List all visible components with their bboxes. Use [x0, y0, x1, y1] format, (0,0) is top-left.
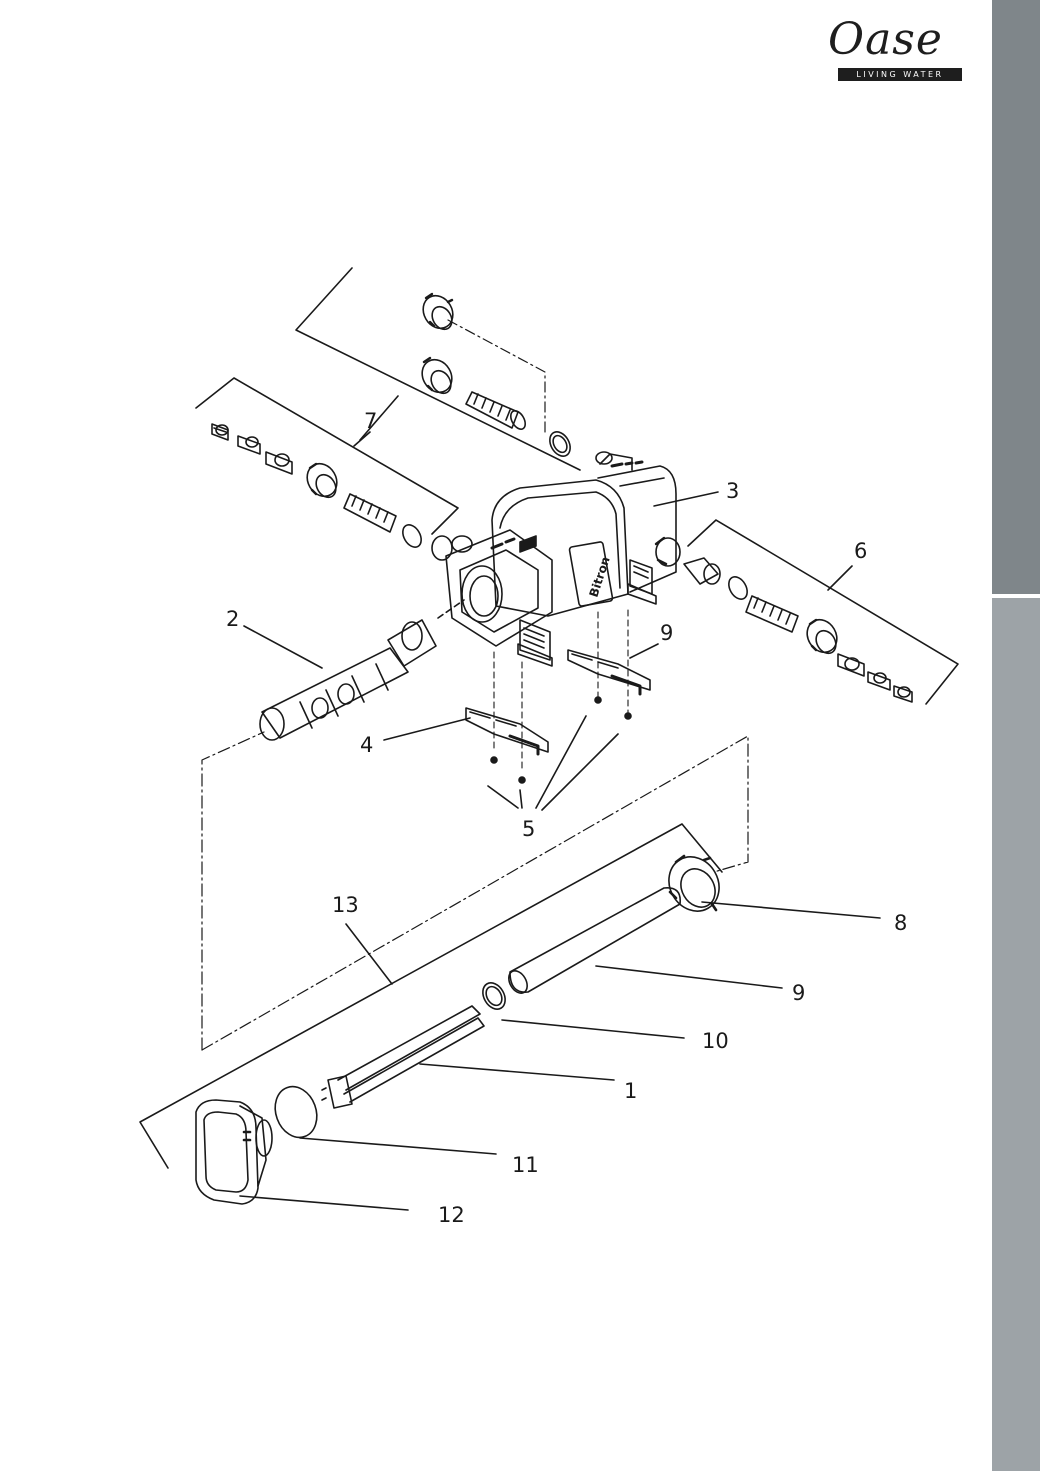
bracket-group-7-lower	[195, 377, 459, 535]
hose-clip-a	[211, 423, 229, 441]
leader-6	[827, 565, 853, 591]
side-tab-lower	[992, 598, 1040, 1471]
o-ring-upper	[549, 431, 571, 457]
side-tab-upper	[992, 0, 1040, 594]
callout-9-lower: 9	[792, 981, 805, 1005]
callout-5: 5	[522, 817, 535, 841]
brand-tagline: LIVING WATER	[838, 68, 962, 81]
leader-9b	[595, 965, 783, 989]
o-ring-left	[402, 524, 422, 548]
uvc-housing	[431, 451, 681, 667]
leader-2	[243, 625, 323, 669]
callout-11: 11	[512, 1153, 539, 1177]
leader-5	[487, 715, 619, 811]
union-nut-right	[806, 618, 838, 655]
callout-7: 7	[364, 409, 377, 433]
hose-tail-right	[745, 595, 799, 633]
hose-tail-left	[343, 493, 397, 533]
callout-9-upper: 9	[660, 621, 673, 645]
elbow-right	[683, 557, 721, 585]
side-tab-divider	[992, 594, 1040, 598]
hose-clip-e	[867, 671, 891, 691]
callout-6: 6	[854, 539, 867, 563]
bracket-group-7-upper	[295, 267, 581, 471]
mounting-bracket-4	[465, 707, 549, 756]
leader-1	[419, 1063, 615, 1081]
hose-clip-b	[237, 435, 261, 455]
end-cap	[195, 1099, 273, 1205]
bracket-group-13	[139, 823, 723, 1169]
leader-13	[345, 923, 393, 985]
cleaning-unit	[259, 619, 437, 741]
hose-tail-upper	[465, 391, 527, 430]
callout-2: 2	[226, 607, 239, 631]
callout-8: 8	[894, 911, 907, 935]
callout-4: 4	[360, 733, 373, 757]
callout-1: 1	[624, 1079, 637, 1103]
hose-clip-f	[893, 685, 913, 703]
brand-wordmark: Oase	[828, 14, 943, 65]
bracket-group-6	[687, 519, 959, 705]
leader-11	[299, 1137, 497, 1155]
screws	[490, 696, 632, 784]
union-nut-upper	[421, 356, 453, 395]
leader-7a	[359, 395, 399, 441]
union-nut-left	[306, 462, 338, 499]
leader-8	[701, 901, 881, 919]
mounting-bracket-9	[567, 649, 651, 696]
leader-9a	[629, 643, 659, 659]
leader-4	[383, 717, 471, 741]
callout-13: 13	[332, 893, 359, 917]
hose-clip-c	[265, 451, 293, 475]
quartz-tube	[508, 887, 681, 994]
union-nut-top	[422, 292, 454, 331]
callout-10: 10	[702, 1029, 729, 1053]
leader-12	[239, 1195, 409, 1211]
brand-logo: Oase LIVING WATER	[828, 14, 978, 84]
uvc-lamp	[321, 1005, 485, 1109]
o-ring-11	[274, 1085, 318, 1139]
hose-clip-d	[837, 653, 865, 677]
callout-3: 3	[726, 479, 739, 503]
o-ring-10	[482, 982, 506, 1010]
leader-10	[501, 1019, 685, 1039]
callout-12: 12	[438, 1203, 465, 1227]
union-nut-8	[668, 854, 720, 912]
o-ring-right	[728, 576, 748, 600]
leader-3	[653, 491, 719, 507]
